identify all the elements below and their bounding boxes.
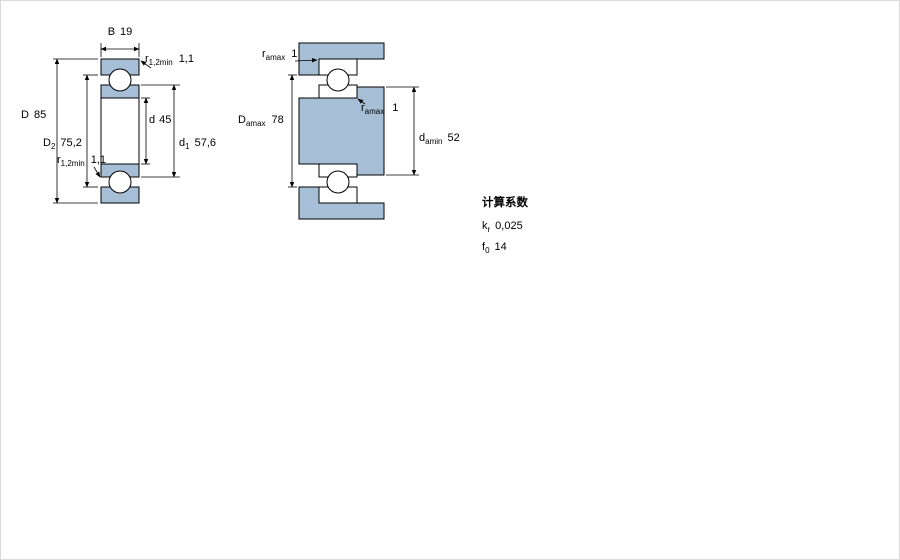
ball-top — [326, 68, 350, 92]
leader-line — [140, 60, 152, 69]
ball-bottom — [326, 170, 350, 194]
kr-symbol: k — [482, 220, 488, 232]
shaft — [298, 86, 385, 176]
mounting-abutment-figure — [298, 42, 385, 220]
calc-factor-kr: kr 0,025 — [482, 220, 622, 234]
f0-symbol: f — [482, 241, 486, 254]
calc-factor-f0: f0 14 — [482, 241, 622, 255]
kr-value: 0,025 — [495, 220, 523, 232]
bearing-cross-section-figure — [100, 58, 140, 204]
calculation-factors-block: 计算系数 kr 0,025 f0 14 — [482, 194, 622, 262]
leader-line — [294, 57, 318, 63]
leader-line — [93, 166, 101, 178]
leader-line — [357, 98, 366, 105]
f0-subscript: 0 — [485, 246, 490, 256]
calculation-factors-title: 计算系数 — [482, 197, 528, 209]
ball-top — [108, 68, 132, 92]
kr-subscript: r — [487, 225, 491, 235]
ball-bottom — [108, 170, 132, 194]
f0-value: 14 — [494, 241, 507, 254]
